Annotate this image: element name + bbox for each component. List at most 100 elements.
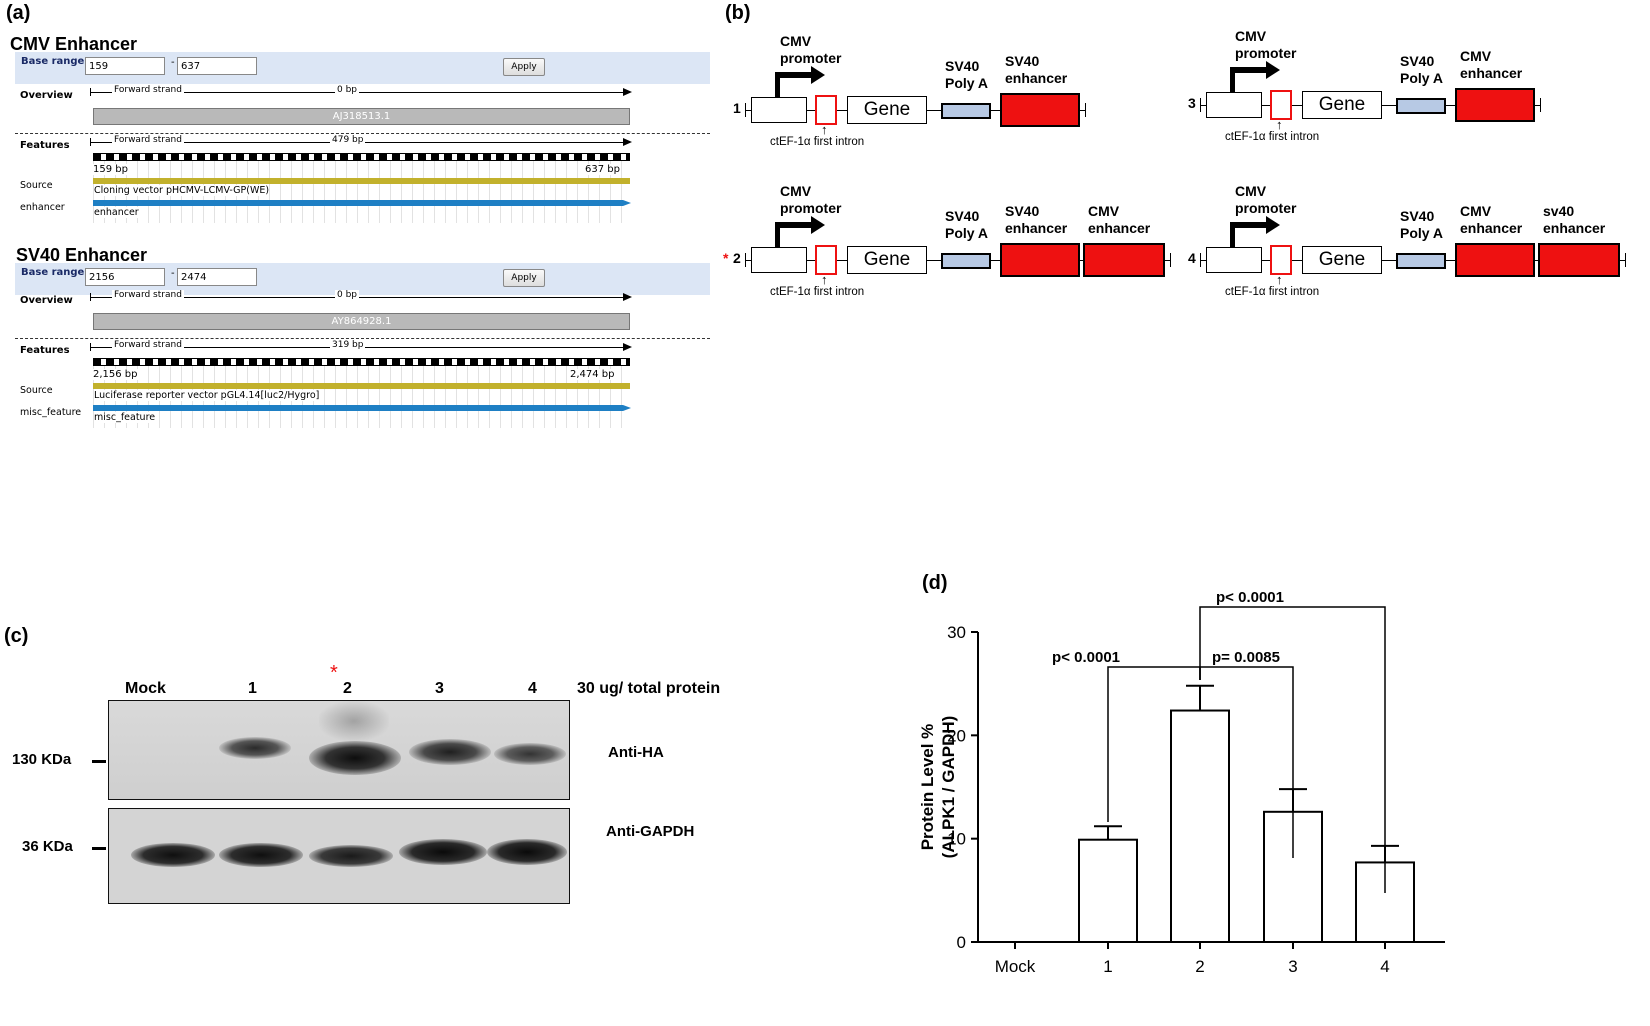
range-to-input[interactable]: 637 [177, 57, 257, 75]
apply-button[interactable]: Apply [503, 58, 545, 76]
enhancer-label-1: SV40 enhancer [1005, 53, 1068, 86]
sv40-polya-box [941, 253, 991, 269]
gene-box: Gene [847, 96, 927, 124]
y-tick-label: 20 [947, 726, 966, 745]
enhancer-row-label: enhancer [20, 202, 65, 213]
promoter-arrow-stem [775, 72, 780, 98]
enhancer-track[interactable] [93, 200, 623, 206]
y-tick-label: 30 [947, 623, 966, 642]
promoter-arrow-stem [1230, 222, 1235, 248]
promoter-arrow-icon [1266, 61, 1280, 79]
construct-2-star: * [723, 250, 729, 266]
forward-strand-label: Forward strand [112, 340, 184, 350]
range-from-input[interactable]: 159 [85, 57, 165, 75]
base-range-label: Base range: [21, 56, 89, 67]
accession-bar[interactable]: AY864928.1 [93, 313, 630, 330]
promoter-arrow-icon [811, 66, 825, 84]
panel-a-label: (a) [6, 2, 31, 24]
gapdh-band-lane-1 [219, 843, 303, 867]
anti-ha-label: Anti-HA [608, 744, 664, 761]
ctef1a-intron-box [815, 245, 837, 275]
base-range-bar: Base range: 159 - 637 Apply [15, 52, 710, 84]
ha-band-lane-1 [219, 737, 291, 759]
construct-3-number: 3 [1188, 95, 1196, 111]
forward-strand-label: Forward strand [112, 290, 184, 300]
range-dash: - [171, 57, 175, 68]
gapdh-band-lane-3 [399, 839, 487, 865]
source-text: Luciferase reporter vector pGL4.14[luc2/… [94, 390, 320, 401]
enhancer-label-1: CMV enhancer [1460, 48, 1523, 81]
range-from-input[interactable]: 2156 [85, 268, 165, 286]
sv40-polya-label: SV40 Poly A [1400, 53, 1444, 86]
sv40-polya-box [1396, 253, 1446, 269]
features-bp: 319 bp [330, 340, 366, 350]
construct-4-number: 4 [1188, 250, 1196, 266]
backbone-start-cap [745, 253, 746, 267]
p-value-label: p< 0.0001 [1052, 649, 1120, 666]
range-dash: - [171, 268, 175, 279]
marker-36kda: 36 KDa [22, 838, 73, 855]
divider [15, 133, 710, 134]
backbone-end-cap [1625, 253, 1626, 267]
enhancer-box-2 [1538, 243, 1620, 277]
enhancer-box-2 [1083, 243, 1165, 277]
panel-b-label: (b) [725, 2, 751, 24]
x-tick-label-2: 2 [1195, 957, 1204, 976]
features-strand: Forward strand 479 bp [90, 135, 632, 148]
marker-tick [92, 847, 106, 850]
y-axis-label-line2: (ALPK1 / GAPDH) [939, 716, 958, 859]
track-arrow-icon [623, 200, 631, 206]
divider [15, 338, 710, 339]
overview-label: Overview [20, 90, 73, 101]
promoter-arrow-shaft [1230, 67, 1268, 73]
intron-label: ctEF-1α first intron [770, 286, 865, 298]
sv40-polya-label: SV40 Poly A [1400, 208, 1444, 241]
overview-label: Overview [20, 295, 73, 306]
enhancer-label-2: CMV enhancer [1088, 203, 1151, 236]
features-bp: 479 bp [330, 135, 366, 145]
cmv-promoter-box [751, 97, 807, 123]
backbone-start-cap [1200, 253, 1201, 267]
cmv-promoter-label: CMV promoter [780, 183, 842, 216]
construct-2-number: 2 [733, 250, 741, 266]
y-tick-label: 10 [947, 830, 966, 849]
promoter-arrow-shaft [775, 222, 813, 228]
overview-strand: Forward strand 0 bp [90, 85, 632, 98]
cmv-promoter-label: CMV promoter [1235, 28, 1297, 61]
cmv-promoter-box [1206, 247, 1262, 273]
intron-arrow-icon: ↑ [821, 122, 828, 137]
cmv-promoter-label: CMV promoter [1235, 183, 1297, 216]
apply-button[interactable]: Apply [503, 269, 545, 287]
cmv-promoter-box [751, 247, 807, 273]
promoter-arrow-shaft [775, 72, 813, 78]
sv40-polya-label: SV40 Poly A [945, 208, 989, 241]
source-label: Source [20, 180, 53, 191]
p-value-label: p< 0.0001 [1216, 589, 1284, 606]
lane-label-1: 1 [248, 680, 257, 697]
intron-arrow-icon: ↑ [1276, 272, 1283, 287]
lane-label-2: 2 [343, 680, 352, 697]
panel-c-label: (c) [4, 625, 29, 647]
misc-feature-track[interactable] [93, 405, 623, 411]
x-tick-label-4: 4 [1380, 957, 1389, 976]
x-tick-label-Mock: Mock [995, 957, 1036, 976]
ha-band-lane-3 [409, 739, 491, 765]
range-to-input[interactable]: 2474 [177, 268, 257, 286]
promoter-arrow-shaft [1230, 222, 1268, 228]
ctef1a-intron-box [815, 95, 837, 125]
backbone-end-cap [1085, 103, 1086, 117]
bar-1 [1078, 838, 1138, 943]
bar-2 [1170, 709, 1230, 943]
enhancer-box-1 [1000, 93, 1080, 127]
marker-tick [92, 760, 106, 763]
source-track[interactable] [93, 178, 630, 184]
intron-label: ctEF-1α first intron [770, 136, 865, 148]
accession-bar[interactable]: AJ318513.1 [93, 108, 630, 125]
anti-gapdh-blot [108, 808, 570, 904]
backbone-start-cap [1200, 98, 1201, 112]
start-bp: 159 bp [93, 164, 128, 175]
sv40-polya-box [1396, 98, 1446, 114]
source-track[interactable] [93, 383, 630, 389]
gapdh-band-lane-4 [487, 839, 567, 865]
misc-feature-text: misc_feature [94, 412, 156, 423]
